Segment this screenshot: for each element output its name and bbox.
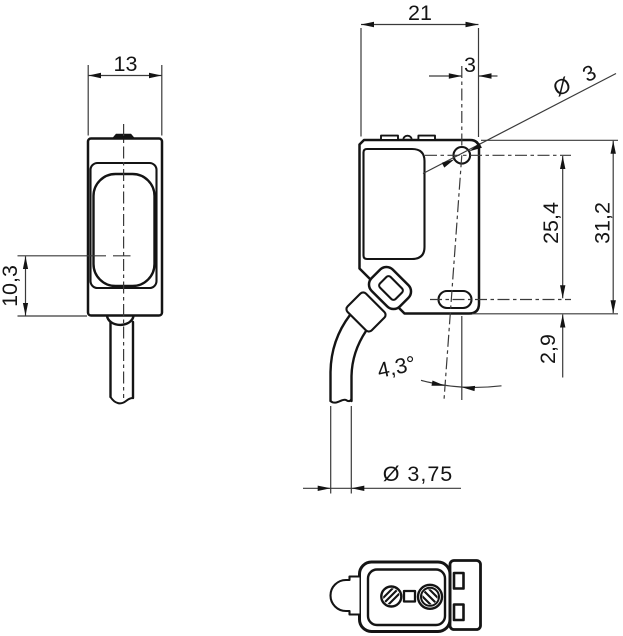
dim-cable-angle-label: 4,3° (375, 351, 418, 382)
dim-cable-diameter: Ø 3,75 (303, 406, 461, 494)
side-cable-outer-edge (329, 313, 352, 403)
dim-height-label: 31,2 (591, 202, 615, 244)
front-cable-dome (105, 314, 135, 327)
dim-slot-offset-label: 2,9 (536, 334, 560, 364)
dim-optical-axis-height-label: 10,3 (0, 265, 22, 307)
dim-cable-angle: 4,3° (375, 351, 502, 392)
side-view (329, 66, 571, 404)
screw-large-hatch (422, 589, 438, 605)
top-tab-left (380, 134, 399, 141)
cable-gland-window (378, 275, 404, 301)
dim-hole-to-slot: 25,4 (539, 156, 566, 299)
terminal-slot-top (452, 571, 465, 590)
front-cable-break (109, 396, 134, 405)
dim-optical-axis-height: 10,3 (0, 256, 87, 317)
dim-front-width: 13 (87, 52, 163, 136)
bottom-view (329, 559, 482, 633)
side-front-panel (362, 147, 426, 261)
dim-depth-label: 21 (408, 1, 432, 25)
dim-depth: 21 (360, 1, 480, 137)
cable-gland-band (345, 291, 387, 333)
dim-hole-offset-label: 3 (464, 53, 476, 77)
indicator-window (402, 589, 417, 603)
side-cable-inner-edge (350, 329, 368, 403)
dim-slot-offset: 2,9 (536, 314, 566, 378)
side-cable-break (329, 398, 353, 404)
dim-cable-diameter-label: Ø 3,75 (383, 462, 454, 486)
terminal-slot-bottom (452, 603, 465, 622)
top-bump (402, 134, 413, 141)
front-view (17, 124, 164, 405)
dim-front-width-label: 13 (114, 52, 138, 76)
dim-height: 31,2 (472, 139, 618, 315)
dim-hole-diameter-label: Ø 3 (549, 58, 604, 101)
dim-hole-to-slot-label: 25,4 (539, 202, 563, 244)
tilted-centerline (443, 155, 463, 401)
top-tab-right (417, 134, 436, 141)
dim-hole-offset: 3 (429, 53, 498, 79)
lens-bump (329, 575, 360, 616)
front-mount-tab (111, 133, 136, 139)
